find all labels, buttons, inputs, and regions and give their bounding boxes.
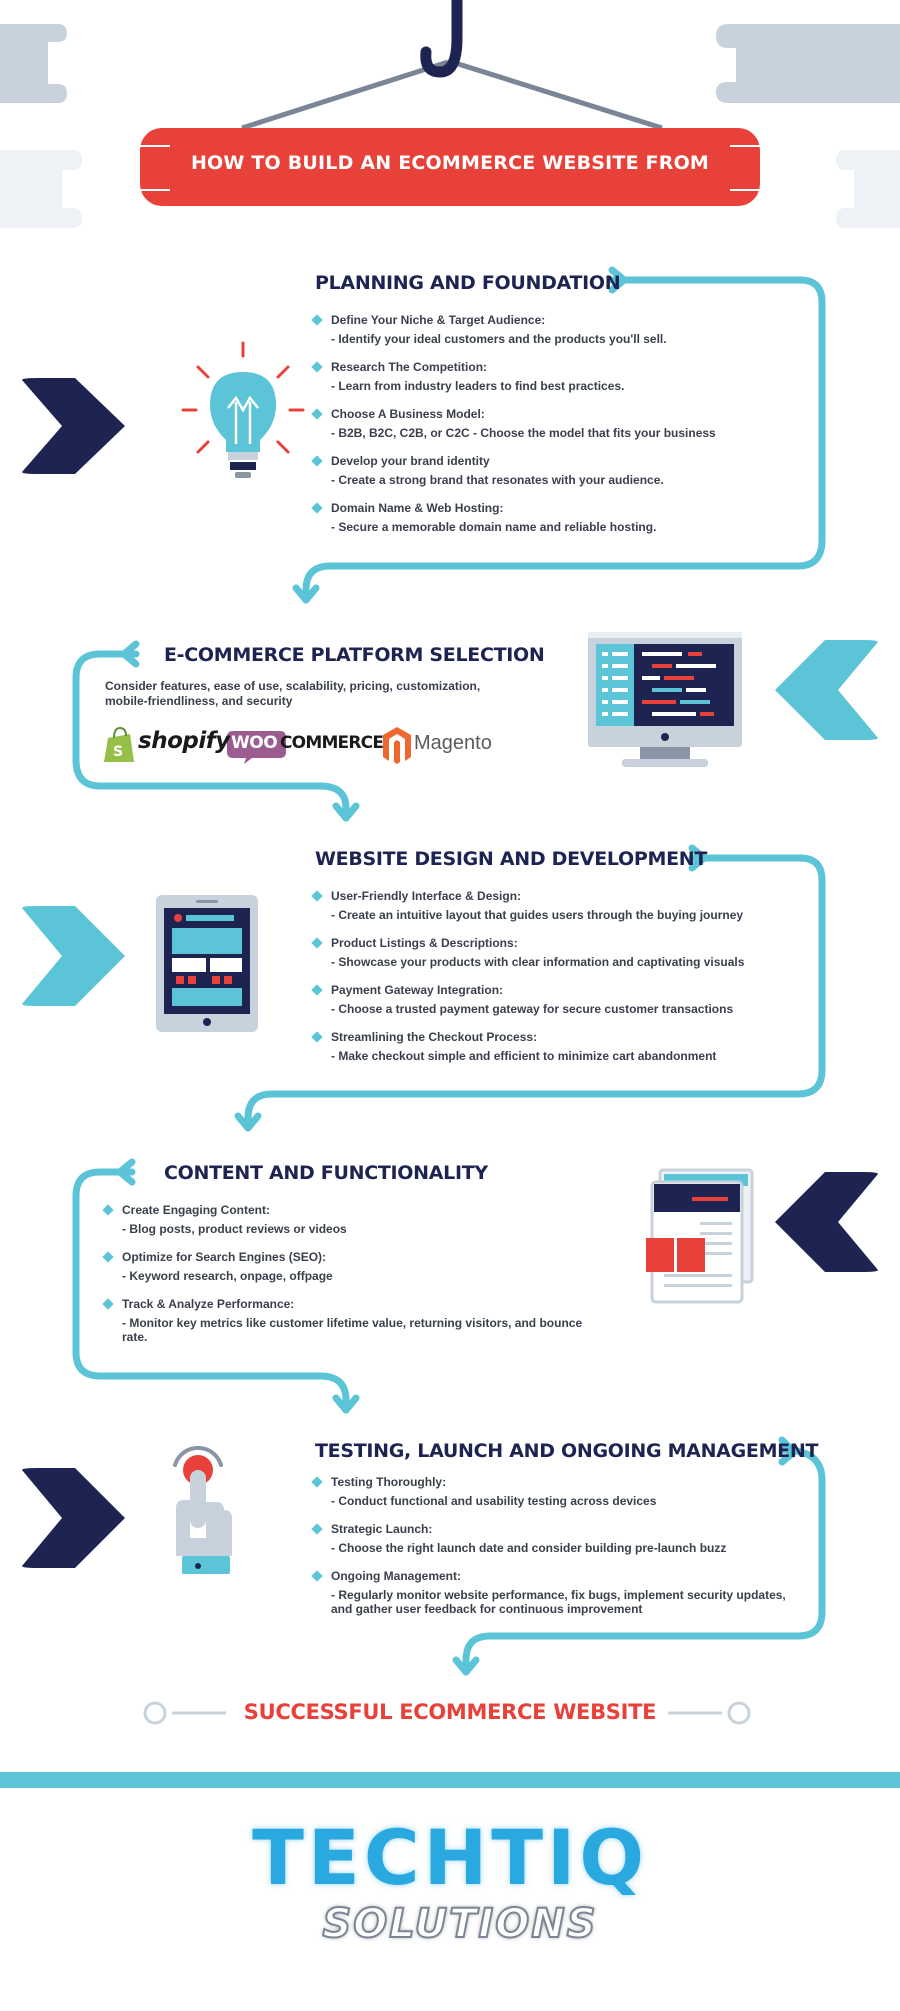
- list-item: Streamlining the Checkout Process:- Make…: [311, 1025, 813, 1072]
- list-item: Domain Name & Web Hosting:- Secure a mem…: [311, 496, 793, 543]
- title-banner-shape: [140, 128, 760, 206]
- grey-tag-left-top: [0, 24, 67, 103]
- page-title: HOW TO BUILD AN ECOMMERCE WEBSITE FROM S…: [190, 152, 710, 244]
- lightbulb-icon: [181, 341, 305, 478]
- magento-logo-icon: [383, 727, 411, 764]
- diamond-bullet-icon: [311, 1031, 323, 1043]
- grey-tag-right-bottom: [836, 150, 900, 228]
- list-item: Choose A Business Model:- B2B, B2C, C2B,…: [311, 402, 793, 449]
- woocommerce-logo-bubble: [227, 731, 286, 764]
- diamond-bullet-icon: [311, 455, 323, 467]
- diamond-bullet-icon: [311, 502, 323, 514]
- chevron-left-icon-2: [775, 640, 878, 740]
- content-list: Create Engaging Content:- Blog posts, pr…: [102, 1198, 604, 1344]
- section-title-content: CONTENT AND FUNCTIONALITY: [164, 1162, 488, 1184]
- platform-description: Consider features, ease of use, scalabil…: [105, 679, 481, 708]
- diamond-bullet-icon: [311, 1570, 323, 1582]
- section-title-design: WEBSITE DESIGN AND DEVELOPMENT: [315, 848, 708, 870]
- magento-logo: Magento: [414, 732, 492, 754]
- hand-pointer-icon: [173, 1445, 232, 1574]
- monitor-icon: [588, 632, 742, 767]
- planning-list: Define Your Niche & Target Audience:- Id…: [311, 308, 793, 543]
- documents-icon: [646, 1168, 754, 1304]
- list-item: User-Friendly Interface & Design:- Creat…: [311, 884, 813, 931]
- final-decoration: [143, 1701, 751, 1725]
- list-item: Optimize for Search Engines (SEO):- Keyw…: [102, 1245, 604, 1292]
- list-item: Payment Gateway Integration:- Choose a t…: [311, 978, 813, 1025]
- list-item: Product Listings & Descriptions:- Showca…: [311, 931, 813, 978]
- diamond-bullet-icon: [102, 1204, 114, 1216]
- section-title-testing: TESTING, LAUNCH AND ONGOING MANAGEMENT: [315, 1440, 819, 1462]
- woocommerce-logo-woo: WOO: [231, 733, 278, 753]
- company-logo-techtiq: TECHTIQ: [252, 1813, 648, 1902]
- woocommerce-logo-commerce: COMMERCE: [280, 733, 384, 753]
- diamond-bullet-icon: [102, 1298, 114, 1310]
- list-item: Testing Thoroughly:- Conduct functional …: [311, 1470, 803, 1517]
- company-logo-solutions: SOLUTIONS: [321, 1901, 598, 1947]
- crane-hook-icon: [241, 0, 663, 131]
- list-item: Create Engaging Content:- Blog posts, pr…: [102, 1198, 604, 1245]
- grey-tag-left-bottom: [0, 150, 82, 228]
- shopify-logo: shopify: [138, 728, 230, 754]
- diamond-bullet-icon: [311, 890, 323, 902]
- section-title-platform: E-COMMERCE PLATFORM SELECTION: [164, 644, 545, 666]
- testing-list: Testing Thoroughly:- Conduct functional …: [311, 1470, 803, 1616]
- diamond-bullet-icon: [311, 314, 323, 326]
- diamond-bullet-icon: [311, 937, 323, 949]
- diamond-bullet-icon: [311, 361, 323, 373]
- final-title: SUCCESSFUL ECOMMERCE WEBSITE: [243, 1700, 657, 1724]
- svg-text:S: S: [113, 744, 123, 760]
- list-item: Strategic Launch:- Choose the right laun…: [311, 1517, 803, 1564]
- diamond-bullet-icon: [311, 1476, 323, 1488]
- footer-divider: [0, 1772, 900, 1788]
- diamond-bullet-icon: [311, 408, 323, 420]
- section-title-planning: PLANNING AND FOUNDATION: [315, 272, 621, 294]
- diamond-bullet-icon: [311, 984, 323, 996]
- flow-path: [72, 266, 826, 1676]
- list-item: Ongoing Management:- Regularly monitor w…: [311, 1564, 803, 1616]
- diamond-bullet-icon: [102, 1251, 114, 1263]
- list-item: Research The Competition:- Learn from in…: [311, 355, 793, 402]
- chevron-left-icon-4: [775, 1172, 878, 1272]
- list-item: Define Your Niche & Target Audience:- Id…: [311, 308, 793, 355]
- design-list: User-Friendly Interface & Design:- Creat…: [311, 884, 813, 1072]
- grey-tag-right-top: [716, 24, 900, 103]
- list-item: Track & Analyze Performance:- Monitor ke…: [102, 1292, 604, 1344]
- list-item: Develop your brand identity- Create a st…: [311, 449, 793, 496]
- shopify-logo-icon: S: [104, 726, 134, 762]
- tablet-icon: [156, 895, 258, 1032]
- diamond-bullet-icon: [311, 1523, 323, 1535]
- chevron-right-icon-3: [22, 906, 125, 1006]
- chevron-right-icon-5: [22, 1468, 125, 1568]
- chevron-right-icon-1: [22, 378, 125, 474]
